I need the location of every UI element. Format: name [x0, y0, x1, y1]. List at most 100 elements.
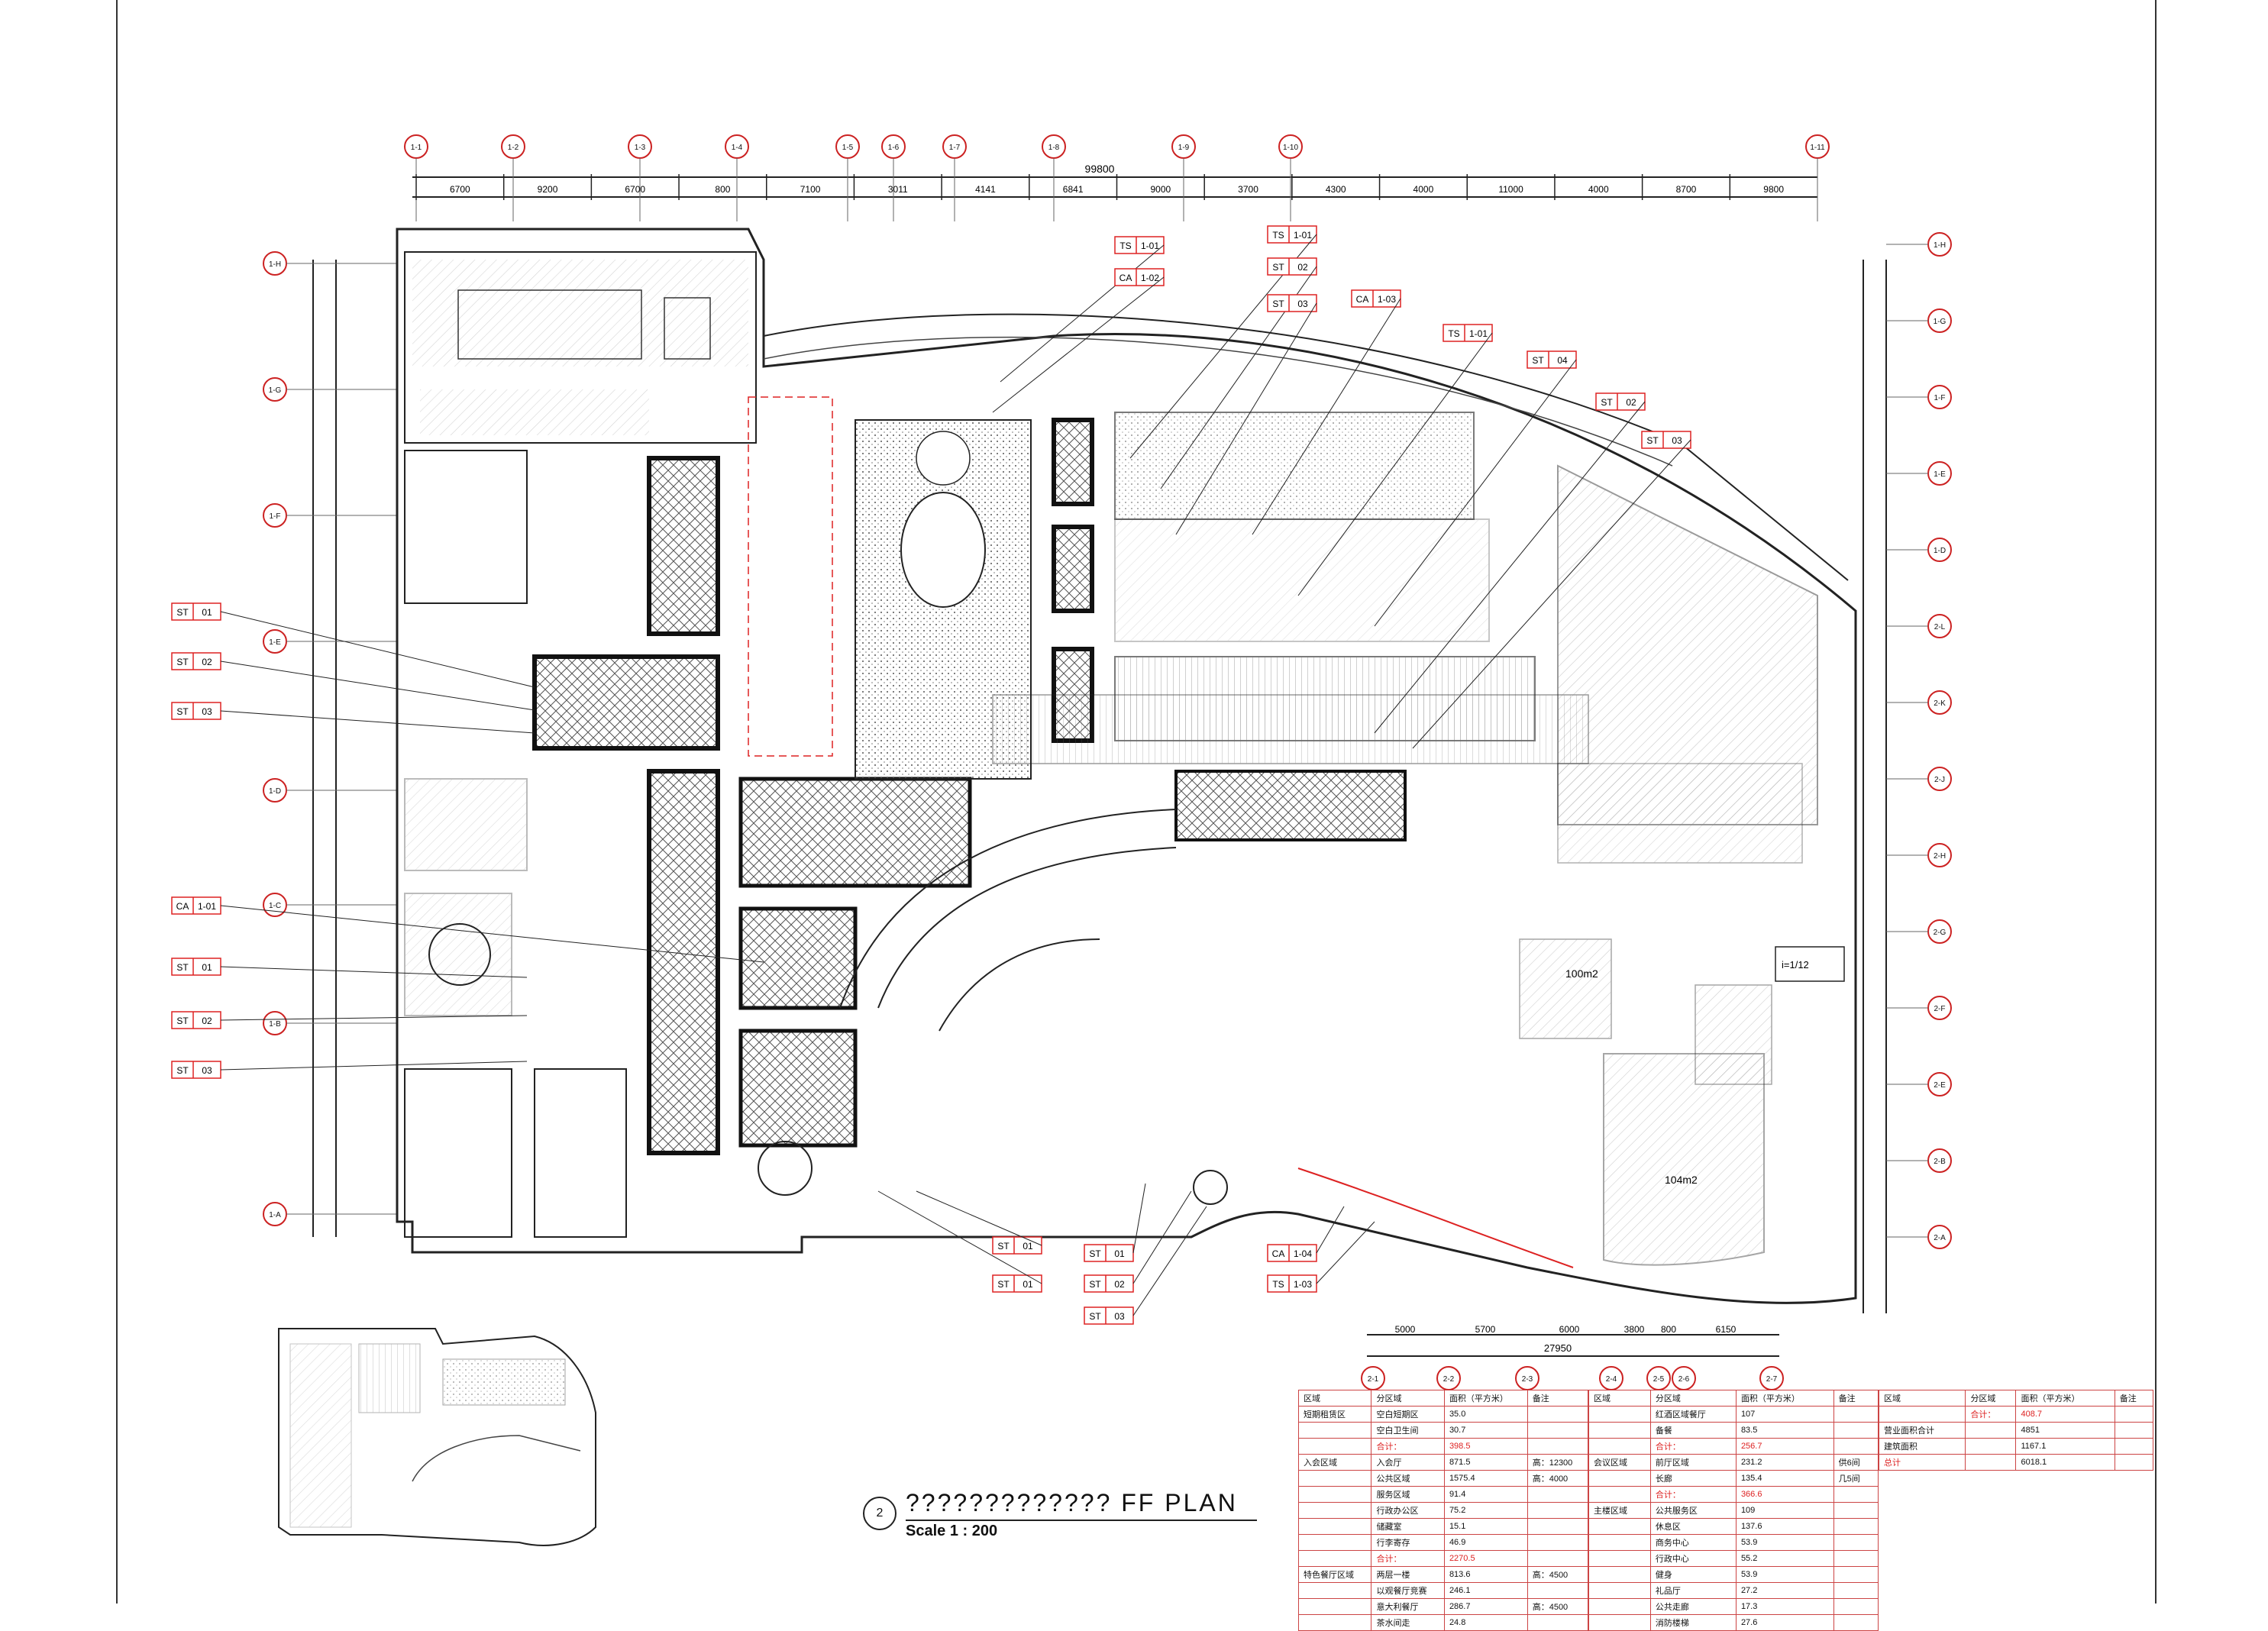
table-cell — [1297, 1550, 1372, 1567]
table-cell: 两层一楼 — [1371, 1566, 1445, 1583]
svg-text:1-11: 1-11 — [1810, 144, 1825, 152]
svg-text:2-1: 2-1 — [1368, 1375, 1379, 1384]
table-cell: 256.7 — [1735, 1438, 1834, 1455]
svg-text:2-7: 2-7 — [1766, 1375, 1778, 1384]
grid-bubble-top: 1-2 — [501, 134, 525, 159]
table-cell — [1527, 1406, 1589, 1423]
svg-text:1-F: 1-F — [270, 512, 281, 521]
table-cell: 高：4000 — [1527, 1470, 1589, 1487]
table-cell: 以观餐厅竞赛 — [1371, 1582, 1445, 1599]
table-cell: 高：4500 — [1527, 1566, 1589, 1583]
table-cell: 高：4500 — [1527, 1598, 1589, 1615]
grid-bubble-right: 2-F — [1927, 996, 1952, 1020]
table-cell: 入会厅 — [1371, 1454, 1445, 1471]
dimension-label: 4300 — [1326, 184, 1346, 195]
sheet-number: 2 — [863, 1497, 897, 1530]
grid-bubble-left: 1-C — [263, 893, 287, 917]
grid-bubble-right: 2-B — [1927, 1148, 1952, 1173]
table-cell: 2270.5 — [1443, 1550, 1528, 1567]
table-cell: 合计： — [1649, 1486, 1737, 1503]
grid-bubble-right: 2-H — [1927, 843, 1952, 867]
svg-text:ST: ST — [1089, 1248, 1101, 1259]
table-header-cell: 备注 — [2114, 1390, 2154, 1407]
title-underline — [906, 1520, 1257, 1521]
dimension-label: 9200 — [538, 184, 558, 195]
dimension-label: 5700 — [1475, 1324, 1496, 1335]
table-cell — [1833, 1614, 1879, 1631]
svg-text:01: 01 — [202, 607, 212, 618]
left-service-blocks — [404, 450, 627, 1238]
table-cell — [1833, 1518, 1879, 1535]
grid-bubble-right: 2-J — [1927, 767, 1952, 791]
table-cell: 53.9 — [1735, 1566, 1834, 1583]
table-row: 合计：398.5 — [1297, 1438, 1589, 1455]
table-header-cell: 分区域 — [1965, 1390, 2017, 1407]
table-cell — [2114, 1406, 2154, 1423]
svg-text:1-01: 1-01 — [1469, 328, 1488, 339]
svg-text:ST: ST — [1272, 299, 1284, 309]
svg-text:ST: ST — [1272, 262, 1284, 273]
table-cell: 75.2 — [1443, 1502, 1528, 1519]
table-cell — [1297, 1438, 1372, 1455]
svg-text:03: 03 — [202, 706, 212, 717]
grid-bubble-right: 2-K — [1927, 690, 1952, 715]
svg-text:1-H: 1-H — [269, 260, 281, 269]
table-cell: 246.1 — [1443, 1582, 1528, 1599]
svg-text:2-H: 2-H — [1934, 852, 1946, 861]
table-cell — [1297, 1470, 1372, 1487]
top-dimension-line: 99800 — [412, 163, 1817, 198]
table-cell: 109 — [1735, 1502, 1834, 1519]
table-cell — [1833, 1566, 1879, 1583]
table-cell: 231.2 — [1735, 1454, 1834, 1471]
svg-text:2-3: 2-3 — [1522, 1375, 1533, 1384]
table-cell — [1588, 1550, 1651, 1567]
grid-bubble-right: 1-F — [1927, 385, 1952, 409]
svg-text:ST: ST — [176, 607, 189, 618]
svg-text:1-2: 1-2 — [508, 144, 519, 152]
dimension-label: 9800 — [1763, 184, 1784, 195]
grid-bubble-right: 1-E — [1927, 461, 1952, 486]
grid-bubble-bottom: 2-4 — [1599, 1366, 1623, 1390]
table-cell: 会议区域 — [1588, 1454, 1651, 1471]
table-cell: 公共走廊 — [1649, 1598, 1737, 1615]
grid-bubble-right: 2-G — [1927, 919, 1952, 944]
grid-bubble-bottom: 2-7 — [1759, 1366, 1784, 1390]
central-dining — [748, 396, 1032, 780]
svg-text:1-03: 1-03 — [1378, 294, 1396, 305]
table-cell — [1297, 1582, 1372, 1599]
table-cell — [1588, 1566, 1651, 1583]
svg-text:1-04: 1-04 — [1294, 1248, 1312, 1259]
table-cell — [1588, 1534, 1651, 1551]
table-cell: 合计： — [1371, 1438, 1445, 1455]
table-cell — [1588, 1470, 1651, 1487]
table-cell — [1833, 1550, 1879, 1567]
table-cell — [1588, 1582, 1651, 1599]
table-cell: 46.9 — [1443, 1534, 1528, 1551]
table-cell — [1527, 1614, 1589, 1631]
svg-text:2-K: 2-K — [1934, 699, 1946, 708]
svg-text:02: 02 — [1626, 397, 1636, 408]
table-cell: 红酒区域餐厅 — [1649, 1406, 1737, 1423]
grid-bubble-right: 2-L — [1927, 614, 1952, 638]
dimension-label: 11000 — [1498, 184, 1523, 195]
svg-text:1-01: 1-01 — [198, 901, 216, 912]
area-label-100: 100m2 — [1565, 967, 1598, 980]
